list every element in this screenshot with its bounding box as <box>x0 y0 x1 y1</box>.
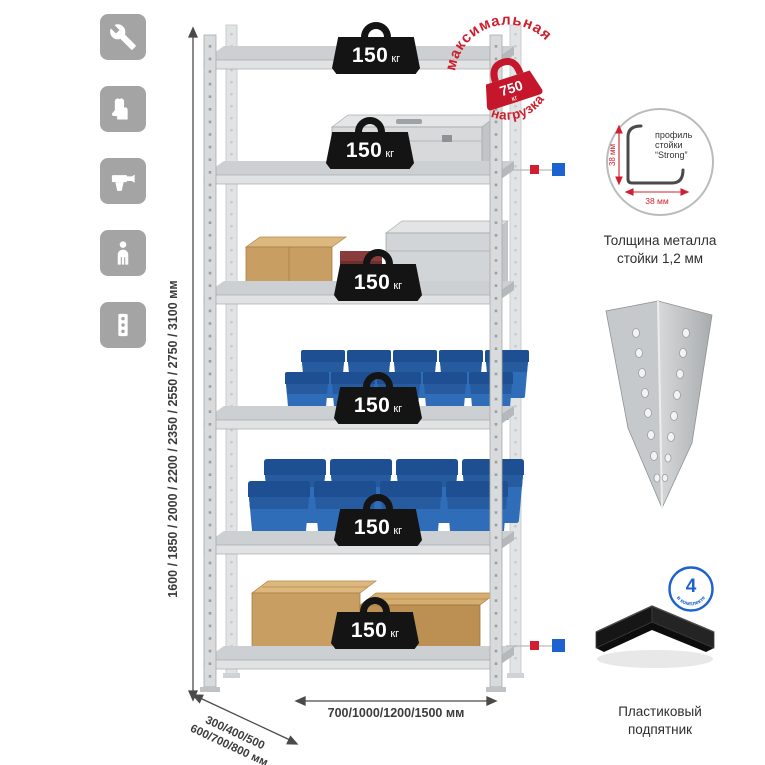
width-dimension-label: 700/1000/1200/1500 мм <box>327 706 465 720</box>
wrench-icon <box>100 14 146 60</box>
load-unit: кг <box>390 628 400 640</box>
quantity-badge: 4 в комплекте <box>668 566 714 612</box>
top-blue-marker <box>552 163 565 176</box>
stamp-weight-handle <box>490 58 524 83</box>
profile-caption-line1: Толщина металла <box>603 233 717 248</box>
load-value: 150 <box>353 515 391 539</box>
load-unit: кг <box>385 148 395 160</box>
angle-post-image <box>605 300 713 509</box>
weight-handle <box>363 494 393 511</box>
profile-label-3: “Strong” <box>655 150 688 160</box>
foot-caption: Пластиковый подпятник <box>585 703 735 739</box>
stamp-weight-value: 750 <box>498 77 525 100</box>
load-unit: кг <box>393 525 403 537</box>
height-dimension-label: 1600 / 1850 / 2000 / 2200 / 2350 / 2550 … <box>166 280 180 598</box>
bottom-blue-marker <box>552 639 565 652</box>
profile-label-2: стойки <box>655 140 683 150</box>
post-profile-detail: 38 мм 38 мм профиль стойки “Strong” <box>593 100 728 230</box>
profile-drawing <box>626 124 685 185</box>
profile-caption: Толщина металла стойки 1,2 мм <box>585 232 735 268</box>
profile-dim-vertical: 38 мм <box>608 144 617 166</box>
profile-caption-line2: стойки 1,2 мм <box>616 251 704 266</box>
max-load-stamp: максимальная нагрузка 750 кг <box>431 0 573 142</box>
profile-dim-horizontal: 38 мм <box>645 196 669 206</box>
load-value: 150 <box>353 393 391 417</box>
gloves-icon <box>100 86 146 132</box>
stamp-weight-unit: кг <box>510 93 519 104</box>
load-value: 150 <box>345 138 383 162</box>
plastic-foot-image <box>595 605 715 668</box>
weight-handle <box>355 117 385 134</box>
load-value: 150 <box>350 618 388 642</box>
weight-handle <box>360 597 390 614</box>
perforated-profile-icon <box>100 302 146 348</box>
load-unit: кг <box>393 403 403 415</box>
stamp-weight-body <box>485 70 543 111</box>
weight-handle <box>363 372 393 389</box>
load-value: 150 <box>351 43 389 67</box>
load-unit: кг <box>391 53 401 65</box>
top-red-marker <box>530 165 539 174</box>
load-unit: кг <box>393 280 403 292</box>
person-icon <box>100 230 146 276</box>
badge-number: 4 <box>686 576 697 597</box>
feature-icons-column <box>100 14 146 374</box>
weight-handle <box>361 22 391 39</box>
bottom-red-marker <box>530 641 539 650</box>
foot-caption-line1: Пластиковый <box>618 704 702 719</box>
profile-label-1: профиль <box>655 130 693 140</box>
foot-caption-line2: подпятник <box>627 722 693 737</box>
load-value: 150 <box>353 270 391 294</box>
weight-handle <box>363 249 393 266</box>
drill-icon <box>100 158 146 204</box>
